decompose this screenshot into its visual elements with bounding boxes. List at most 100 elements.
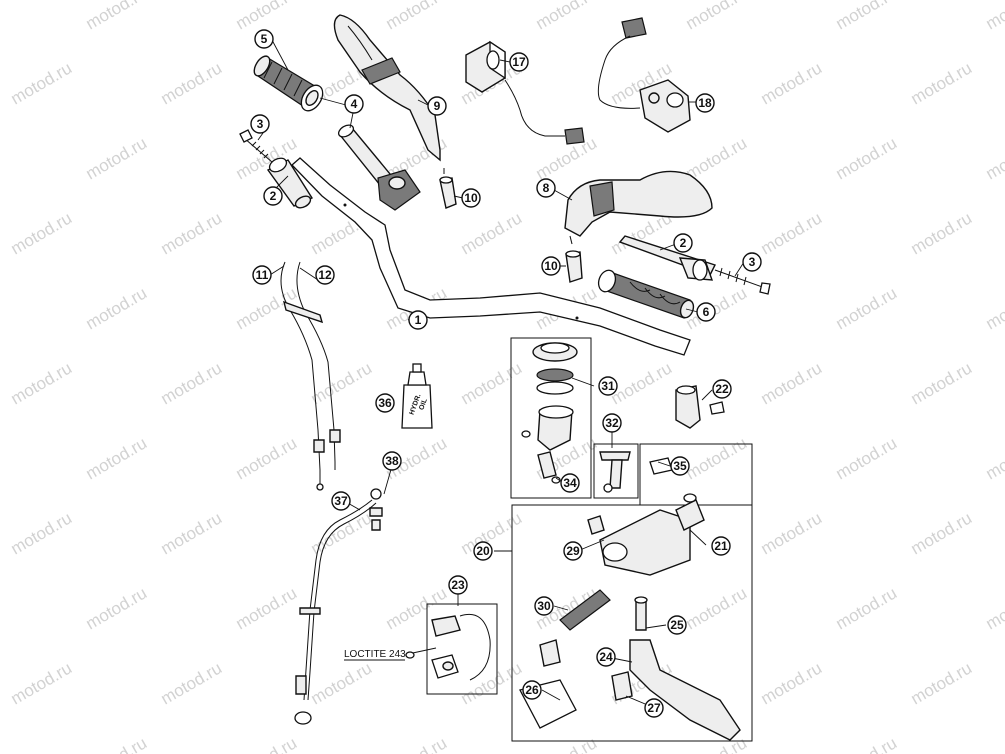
watermark-text: motod.ru — [233, 733, 301, 754]
callout-number: 4 — [351, 97, 358, 111]
callout-number: 21 — [714, 539, 728, 553]
callout-circle — [673, 233, 693, 253]
watermark-text: motod.ru — [383, 733, 451, 754]
callout-number: 3 — [257, 117, 264, 131]
callout-number: 38 — [385, 454, 399, 468]
watermark-text: motod.ru — [983, 283, 1005, 333]
callout-c8: 8 — [536, 178, 556, 198]
callout-circle — [250, 114, 270, 134]
callout-number: 34 — [563, 476, 577, 490]
callout-c6: 6 — [696, 302, 716, 322]
loctite-note: LOCTITE 243 — [344, 649, 415, 661]
watermark-text: motod.ru — [758, 58, 826, 108]
callout-c30: 30 — [534, 596, 554, 616]
callout-c25: 25 — [667, 615, 687, 635]
watermark-text: motod.ru — [533, 0, 601, 33]
watermark-text: motod.ru — [83, 583, 151, 633]
callout-c11: 11 — [252, 265, 272, 285]
handlebar — [291, 157, 691, 356]
watermark-text: motod.ru — [83, 0, 151, 33]
callout-c23: 23 — [448, 575, 468, 595]
screw-right — [714, 267, 771, 295]
callout-number: 10 — [544, 259, 558, 273]
watermark-text: motod.ru — [8, 358, 76, 408]
callout-number: 5 — [261, 32, 268, 46]
callout-circle — [254, 29, 274, 49]
watermark-text: motod.ru — [908, 358, 976, 408]
callout-number: 36 — [378, 396, 392, 410]
watermark-text: motod.ru — [833, 433, 901, 483]
callout-c2a: 2 — [263, 186, 283, 206]
screw-left — [239, 129, 273, 163]
left-grip — [253, 55, 324, 112]
callout-c3b: 3 — [742, 252, 762, 272]
callout-c32: 32 — [602, 413, 622, 433]
callout-c38: 38 — [382, 451, 402, 471]
watermark-text: motod.ru — [8, 208, 76, 258]
callout-c37: 37 — [331, 491, 351, 511]
watermark-text: motod.ru — [983, 583, 1005, 633]
callout-c18: 18 — [695, 93, 715, 113]
callout-circle — [667, 615, 687, 635]
callout-number: 37 — [334, 494, 348, 508]
bottle-label-line2: OIL — [418, 397, 429, 411]
watermark-text: motod.ru — [833, 283, 901, 333]
leader-lines — [257, 39, 745, 707]
watermark-text: motod.ru — [158, 658, 226, 708]
callout-circle — [315, 265, 335, 285]
watermark-text: motod.ru — [683, 733, 751, 754]
callout-c22: 22 — [712, 379, 732, 399]
watermark-text: motod.ru — [683, 583, 751, 633]
callout-number: 27 — [647, 701, 661, 715]
callout-c36: 36 — [375, 393, 395, 413]
throttle-tube — [337, 124, 421, 211]
callout-circle — [461, 188, 481, 208]
callout-number: 18 — [698, 96, 712, 110]
callout-number: 17 — [512, 55, 526, 69]
watermark-text: motod.ru — [158, 208, 226, 258]
callout-c34: 34 — [560, 473, 580, 493]
watermark-text: motod.ru — [83, 733, 151, 754]
callout-circle — [382, 451, 402, 471]
callout-circle — [670, 456, 690, 476]
watermark-text: motod.ru — [458, 658, 526, 708]
callout-c2b: 2 — [673, 233, 693, 253]
callout-number: 2 — [270, 189, 277, 203]
callout-circle — [534, 596, 554, 616]
callout-circle — [522, 680, 542, 700]
callout-c27: 27 — [644, 698, 664, 718]
callout-circle — [596, 647, 616, 667]
watermark-text: motod.ru — [233, 583, 301, 633]
watermark-text: motod.ru — [158, 358, 226, 408]
banjo-fitting — [675, 385, 725, 429]
callout-number: 20 — [476, 544, 490, 558]
watermark-text: motod.ru — [758, 358, 826, 408]
callout-number: 10 — [464, 191, 478, 205]
callout-circle — [344, 94, 364, 114]
callout-circle — [536, 178, 556, 198]
bar-end-weight-left — [266, 157, 314, 209]
callout-c21: 21 — [711, 536, 731, 556]
watermark-text: motod.ru — [908, 208, 976, 258]
watermark-text: motod.ru — [233, 0, 301, 33]
callout-circle — [375, 393, 395, 413]
loctite-label: LOCTITE 243 — [344, 649, 406, 660]
callout-circle — [712, 379, 732, 399]
callout-number: 2 — [680, 236, 687, 250]
watermark-text: motod.ru — [833, 0, 901, 33]
callout-circle — [602, 413, 622, 433]
callout-c1: 1 — [408, 310, 428, 330]
watermark-text: motod.ru — [683, 433, 751, 483]
callout-number: 11 — [256, 268, 269, 282]
callout-number: 35 — [673, 459, 687, 473]
watermark-text: motod.ru — [983, 0, 1005, 33]
watermark-text: motod.ru — [8, 658, 76, 708]
callout-circle — [331, 491, 351, 511]
callout-number: 32 — [605, 416, 619, 430]
watermark-text: motod.ru — [533, 733, 601, 754]
callout-c31: 31 — [598, 376, 618, 396]
watermark-text: motod.ru — [83, 433, 151, 483]
watermark-text: motod.ru — [158, 58, 226, 108]
